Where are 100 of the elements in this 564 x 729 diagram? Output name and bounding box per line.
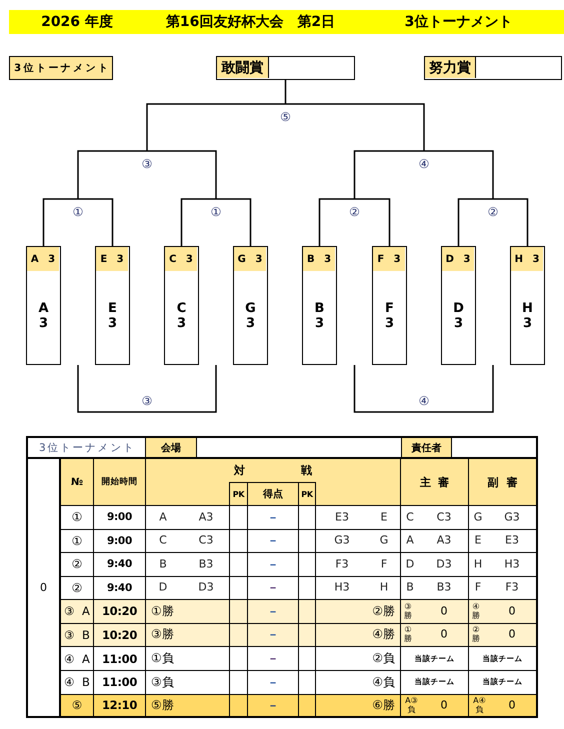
match-number: ① [72,206,84,220]
referee-code: D [406,558,414,572]
team-header: G 3 [234,247,266,271]
match-number: ③ A [61,600,94,624]
team-cell: ⑤勝 [146,694,230,718]
bracket-line [424,150,494,199]
start-time: 11:00 [94,647,146,671]
team-code: D [158,582,168,595]
match-number: ② [61,553,94,576]
team-code: E3 [335,511,349,524]
bracket-line [354,198,390,246]
match-number: ④ [418,395,430,409]
referee-code: E [474,534,482,548]
referee-score: 0 [440,628,448,642]
referee-score: 0 [508,628,516,642]
team-name: B 3 [314,302,324,332]
referee-code: B [406,582,414,595]
award-box [424,56,562,80]
heading-text: 3位トーナメント [404,14,512,30]
team-code: F3 [335,558,349,572]
referee-note: A④負 [472,697,487,716]
team-cell: ①勝 [146,600,230,624]
column-header: № [61,459,94,506]
referee-note: ④勝 [471,602,481,621]
award-box [216,56,355,80]
team-header: H 3 [511,247,543,271]
column-header: 副審 [469,459,538,506]
score-cell: － [248,624,299,647]
match-number: ④ [418,158,430,172]
table-title: 3位トーナメント [26,436,146,459]
team-cell: ⑥勝 [316,694,401,718]
referee-note: ③勝 [403,602,413,621]
score-cell: － [248,530,299,553]
referee-code: H3 [504,558,520,572]
bracket-line [354,150,424,199]
team-name: H 3 [522,302,533,332]
heading-text: 第16回友好杯大会 第2日 [166,14,336,30]
start-time: 10:20 [94,624,146,647]
venue-label: 会場 [146,436,197,459]
team-code: C [159,534,167,548]
team-cell: ②負 [316,647,401,671]
team-code: E [380,511,388,524]
score-cell: － [248,647,299,671]
team-code: C3 [198,534,214,548]
referee-note: ①勝 [403,626,413,644]
team-name: G 3 [245,302,256,332]
team-card [302,246,337,365]
referee-score: 0 [508,700,516,713]
match-number: ③ [142,395,152,409]
match-number: ⑤ [280,111,291,125]
section-tag: 3位トーナメント [9,56,113,80]
score-cell: － [248,506,299,530]
team-card [441,246,476,365]
team-code: G [380,534,388,548]
team-name: F 3 [384,302,394,332]
team-card [26,246,61,365]
bracket-line [318,198,354,246]
award-label: 敢闘賞 [217,57,269,78]
referee-code: G [474,511,482,524]
match-number: ② [349,206,360,220]
column-header: 主審 [401,459,469,506]
match-number: ② [488,206,498,220]
team-card [372,246,407,365]
team-code: B3 [198,558,214,572]
start-time: 9:40 [94,553,146,576]
team-cell: ②勝 [316,600,401,624]
start-time: 9:40 [94,576,146,600]
bracket-line [146,103,286,151]
start-time: 11:00 [94,671,146,694]
team-cell: ④勝 [316,624,401,647]
referee-code: F3 [505,582,519,595]
side-cell: 0 [26,459,61,718]
score-cell: － [248,671,299,694]
team-cell: ③負 [146,671,230,694]
team-header: F 3 [373,247,405,271]
match-number: ③ B [61,624,94,647]
match-number: ④ B [61,671,94,694]
team-header: B 3 [303,247,335,271]
team-header: A 3 [27,247,59,271]
team-header: D 3 [442,247,474,271]
team-code: F [380,558,388,572]
match-number: ① [61,506,94,530]
referee-code: C [406,511,414,524]
referee-note: ②勝 [471,626,481,644]
start-time: 12:10 [94,694,146,718]
team-code: A3 [198,511,214,524]
match-number: ③ [142,158,152,172]
match-number: ⑤ [61,694,94,718]
bracket-line [216,198,252,246]
team-header: E 3 [96,247,128,271]
score-cell: － [248,694,299,718]
team-code: G3 [334,534,350,548]
team-name: E 3 [108,302,118,332]
referee-code: D3 [436,558,452,572]
team-code: A [159,511,167,524]
bracket-line [284,80,286,104]
team-cell: ③勝 [146,624,230,647]
referee-code: G3 [504,511,520,524]
score-cell: － [248,553,299,576]
team-cell: ④負 [316,671,401,694]
